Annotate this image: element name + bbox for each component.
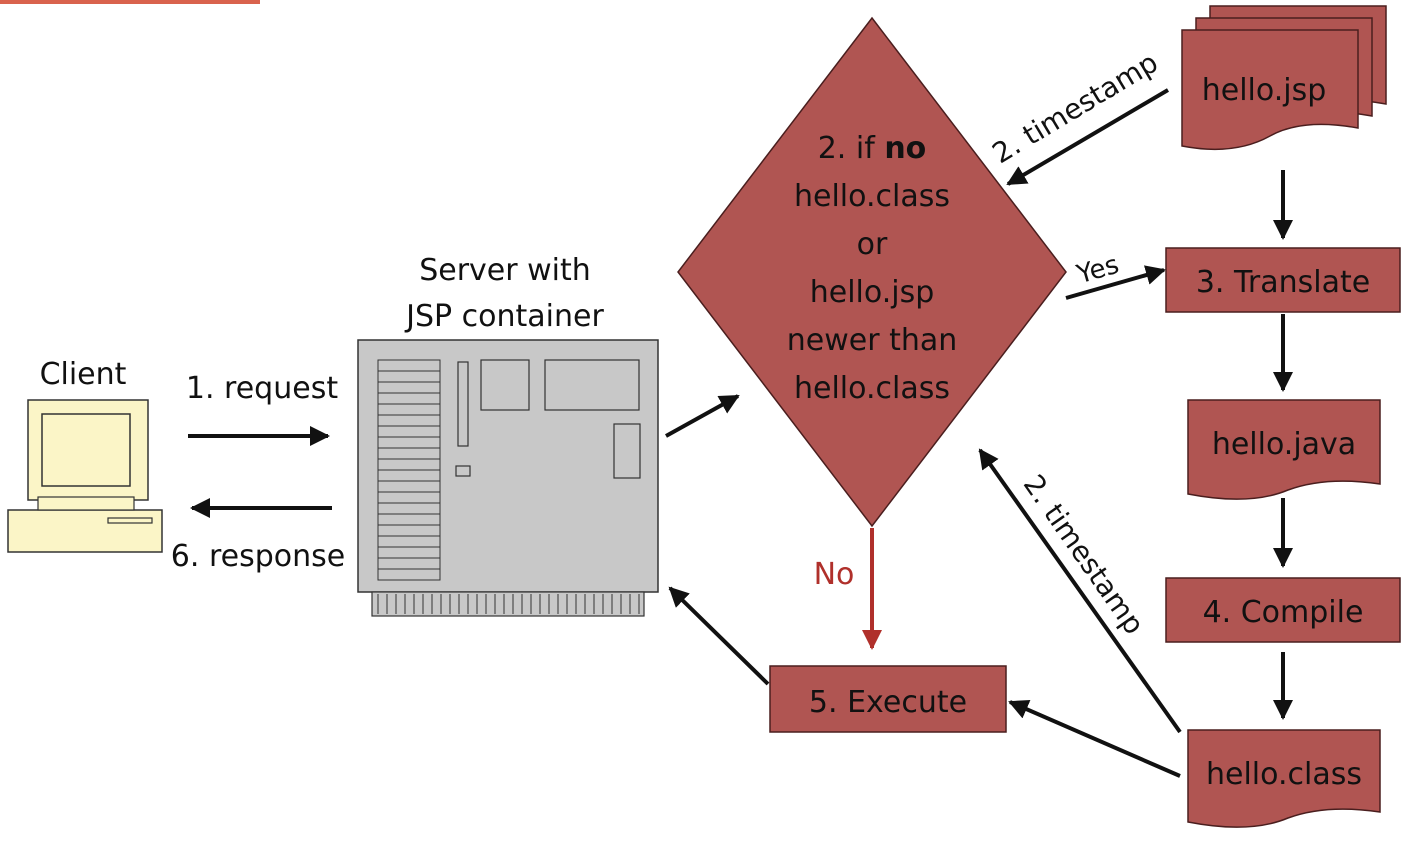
- server-drive-bay: [377, 546, 441, 559]
- server-drive-bay: [377, 370, 441, 383]
- timestamp-top-arrow: [1006, 88, 1170, 186]
- server-drive-bay: [377, 392, 441, 405]
- server-drive-bay: [377, 458, 441, 471]
- server-label-line2: JSP container: [404, 299, 604, 334]
- no-label: No: [814, 557, 855, 592]
- server-drive-bay: [377, 568, 441, 581]
- execute-label: 5. Execute: [809, 685, 967, 720]
- server-label-line1: Server with: [419, 253, 591, 288]
- client-computer-icon: [7, 399, 163, 553]
- server-drive-bay: [377, 381, 441, 394]
- execute-to-server-arrow: [668, 586, 770, 686]
- accent-rule: [0, 0, 260, 4]
- execute-box: [769, 665, 1007, 733]
- decision-line4: hello.jsp: [810, 275, 935, 310]
- server-drive-bay: [377, 425, 441, 438]
- server-icon: [357, 339, 659, 617]
- server-drive-bay: [377, 513, 441, 526]
- timestamp-bottom-label: 2. timestamp: [1017, 469, 1151, 641]
- decision-line6: hello.class: [794, 371, 950, 406]
- decision-line3: or: [857, 227, 888, 262]
- server-to-decision-arrow: [665, 394, 740, 438]
- hello-jsp-document: hello.jsp: [1181, 5, 1387, 151]
- hello-jsp-label: hello.jsp: [1202, 73, 1327, 108]
- timestamp-bottom-arrow: [978, 448, 1182, 734]
- server-drive-bay: [377, 469, 441, 482]
- yes-arrow: [1065, 265, 1166, 300]
- client-label: Client: [40, 357, 127, 392]
- compile-box: [1165, 577, 1401, 643]
- response-label: 6. response: [171, 539, 345, 574]
- hello-java-document: [1187, 399, 1381, 500]
- server-drive-bay: [377, 535, 441, 548]
- decision-diamond: [677, 16, 1067, 528]
- server-drive-bay: [377, 491, 441, 504]
- server-drive-bay: [377, 557, 441, 570]
- decision-line2: hello.class: [794, 179, 950, 214]
- class-to-execute-arrow: [1008, 700, 1181, 778]
- decision-line1: 2. if no: [818, 131, 927, 166]
- server-drive-bay: [377, 403, 441, 416]
- server-drive-bay: [377, 447, 441, 460]
- request-label: 1. request: [186, 371, 338, 406]
- server-drive-bay: [377, 502, 441, 515]
- translate-label: 3. Translate: [1196, 265, 1370, 300]
- hello-class-label: hello.class: [1206, 757, 1362, 792]
- hello-class-document: [1187, 729, 1381, 828]
- server-drive-bay: [377, 436, 441, 449]
- decision-line5: newer than: [787, 323, 958, 358]
- server-drive-bay: [377, 359, 441, 372]
- hello-java-label: hello.java: [1212, 427, 1356, 462]
- server-drive-bay: [377, 524, 441, 537]
- server-drive-bay: [377, 480, 441, 493]
- server-drive-bay: [377, 414, 441, 427]
- translate-box: [1165, 247, 1401, 313]
- compile-label: 4. Compile: [1203, 595, 1364, 630]
